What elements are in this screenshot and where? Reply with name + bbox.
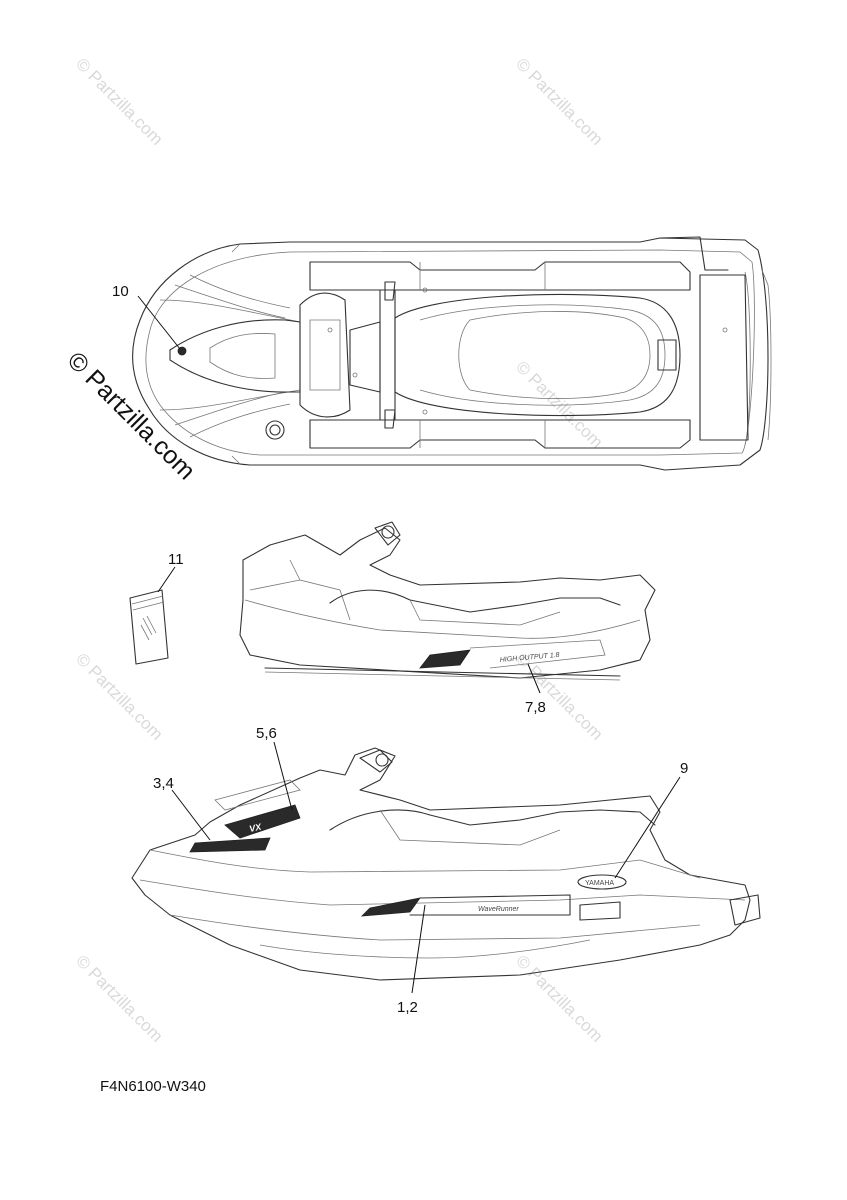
leader-line-5-6: [273, 741, 293, 811]
vx-side-decal: [224, 804, 301, 839]
leader-line-7-8: [527, 663, 541, 694]
watermark-group: © Partzilla.com © Partzilla.com © Partzi…: [62, 54, 607, 1045]
watermark-text: © Partzilla.com: [72, 54, 166, 148]
part-11-owner-manual-bag: [129, 589, 169, 665]
part-label-7-8: 7,8: [525, 699, 546, 716]
part-label-3-4: 3,4: [153, 775, 174, 792]
leader-line-10: [137, 295, 181, 350]
middle-side-view-watercraft: HIGH OUTPUT 1.8: [239, 521, 656, 681]
vx-decal-text: VX: [248, 821, 263, 833]
leader-line-11: [157, 566, 176, 593]
leader-line-9: [614, 776, 681, 879]
high-output-decal-stripe: [419, 649, 471, 669]
yamaha-decal-text: YAMAHA: [585, 880, 614, 887]
part-label-11: 11: [168, 551, 184, 568]
top-view-watercraft: [132, 236, 772, 471]
watermark-text: © Partzilla.com: [72, 649, 166, 743]
part-label-1-2: 1,2: [397, 999, 418, 1016]
part-label-5-6: 5,6: [256, 725, 277, 742]
front-decal: [189, 837, 271, 853]
watermark-text: © Partzilla.com: [512, 54, 606, 148]
part-label-9: 9: [680, 760, 688, 777]
leader-lines: [137, 295, 681, 994]
leader-line-3-4: [171, 789, 211, 841]
diagram-code: F4N6100-W340: [100, 1078, 206, 1095]
bottom-side-view-watercraft: VX WaveRunner YAMAHA: [131, 747, 761, 981]
watermark-text-large: © Partzilla.com: [62, 346, 201, 485]
watermark-text: © Partzilla.com: [512, 951, 606, 1045]
watermark-text: © Partzilla.com: [72, 951, 166, 1045]
waverunner-decal-text: WaveRunner: [478, 906, 519, 913]
waverunner-decal-stripe: [360, 897, 421, 917]
part-label-10: 10: [112, 283, 129, 300]
part-labels: 10 11 7,8 5,6 3,4 9 1,2: [112, 283, 688, 1016]
leader-line-1-2: [411, 904, 426, 994]
